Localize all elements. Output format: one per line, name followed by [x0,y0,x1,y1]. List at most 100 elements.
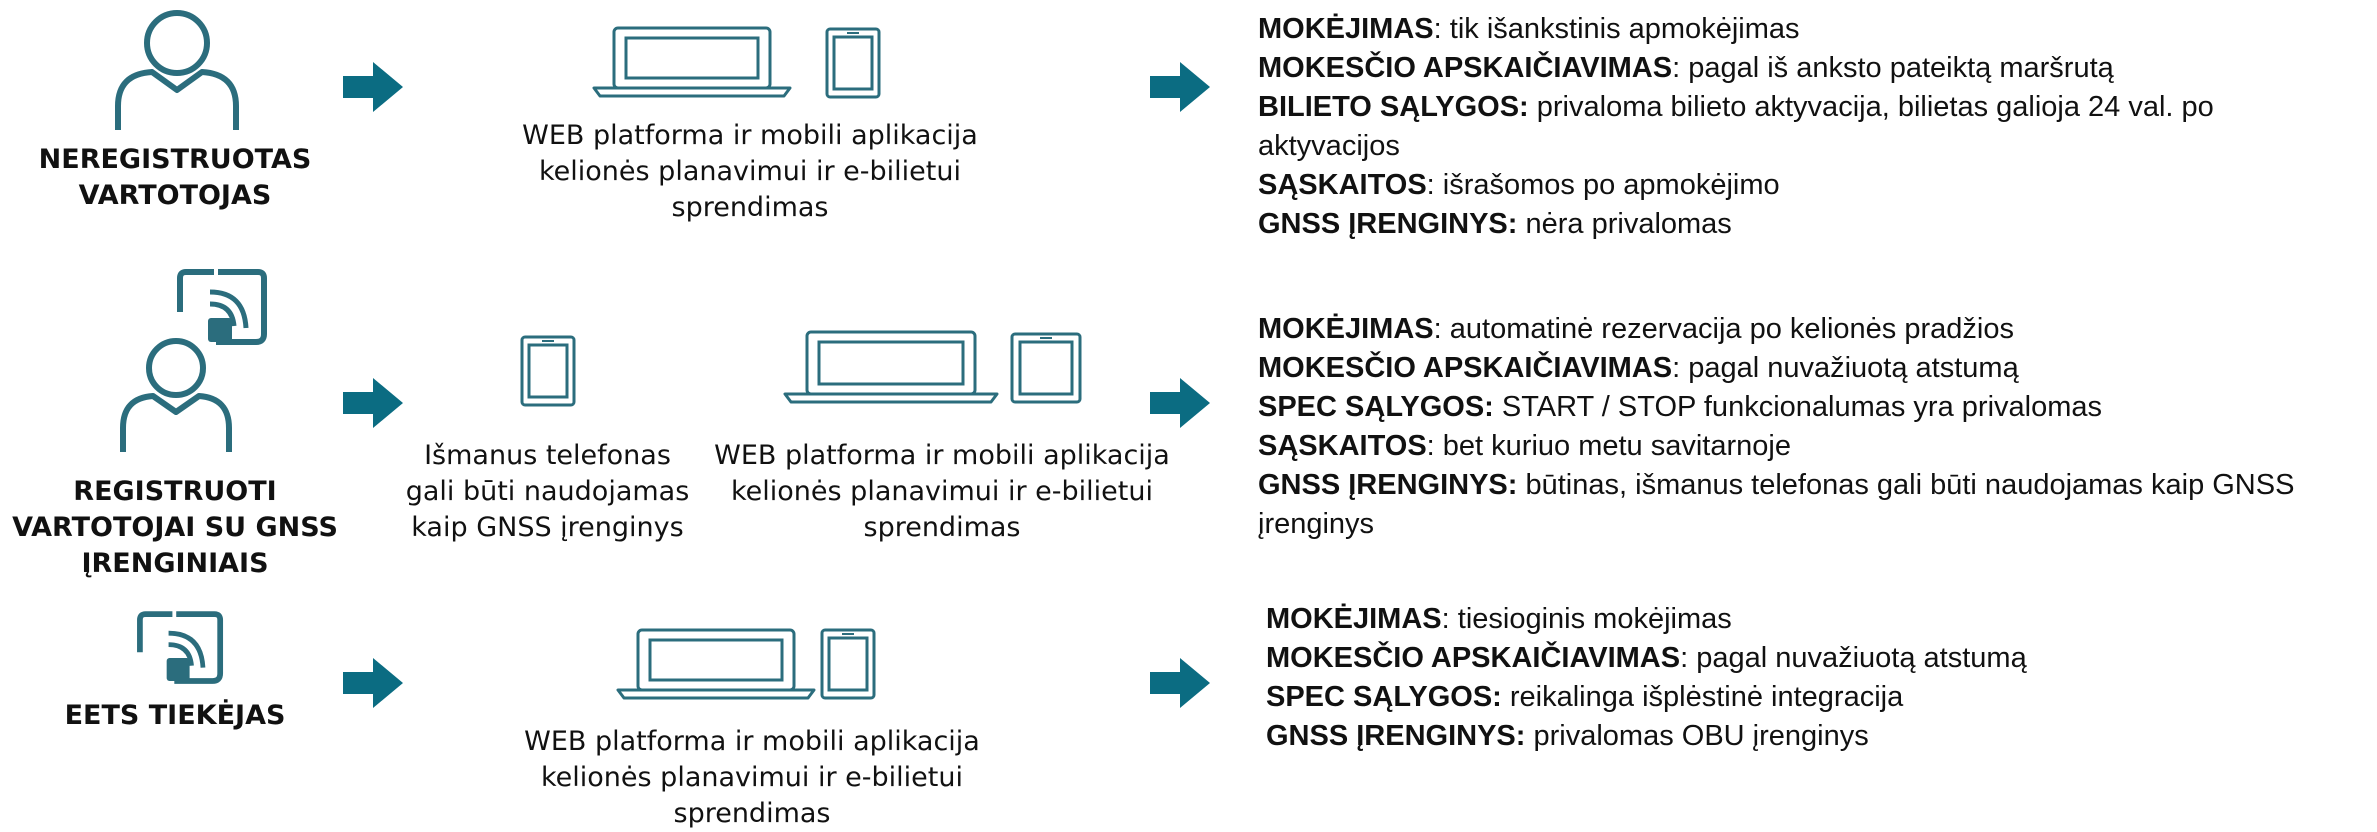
detail-key: MOKĖJIMAS [1258,313,1434,345]
detail-sep: : [1672,352,1681,384]
detail-value: privalomas OBU įrenginys [1525,720,1869,752]
detail-value: nėra privalomas [1517,208,1732,240]
caption-line: Išmanus telefonas [424,440,671,471]
detail-item: MOKESČIO APSKAIČIAVIMAS: pagal iš anksto… [1258,49,2214,88]
row-registered-gnss-users: REGISTRUOTI VARTOTOJAI SU GNSS ĮRENGINIA… [0,260,2377,580]
detail-item: MOKESČIO APSKAIČIAVIMAS: pagal nuvažiuot… [1266,639,2027,678]
details-list: MOKĖJIMAS: tiesioginis mokėjimas MOKESČI… [1266,600,2027,756]
detail-key: MOKESČIO APSKAIČIAVIMAS [1266,642,1681,674]
role-label-line: EETS TIEKĖJAS [64,700,286,731]
caption-line: WEB platforma ir mobili aplikacija [714,440,1170,471]
detail-value: tik išankstinis apmokėjimas [1441,13,1800,45]
role-label: NEREGISTRUOTAS VARTOTOJAS [20,142,330,214]
detail-sep: : [1672,52,1681,84]
detail-value: pagal nuvažiuotą atstumą [1680,352,2019,384]
caption-line: gali būti naudojamas [405,476,690,507]
detail-value: tiesioginis mokėjimas [1449,603,1732,635]
detail-value: pagal nuvažiuotą atstumą [1688,642,2027,674]
person-icon [115,10,239,130]
caption-line: WEB platforma ir mobili aplikacija [522,120,978,151]
arrow-right-icon [1150,378,1210,428]
details-list: MOKĖJIMAS: automatinė rezervacija po kel… [1258,310,2294,544]
detail-item: BILIETO SĄLYGOS: privaloma bilieto aktyv… [1258,88,2214,127]
role-label-line: NEREGISTRUOTAS [38,144,312,175]
detail-item: MOKĖJIMAS: tik išankstinis apmokėjimas [1258,10,2214,49]
role-label-line: REGISTRUOTI [73,476,277,507]
detail-item: SPEC SĄLYGOS: reikalinga išplėstinė inte… [1266,678,2027,717]
detail-value: būtinas, išmanus telefonas gali būti nau… [1517,469,2295,501]
role-label-line: ĮRENGINIAIS [81,548,269,579]
person-icon [120,338,232,452]
caption-line: sprendimas [673,798,831,829]
detail-key: SPEC SĄLYGOS: [1266,681,1502,713]
detail-value: START / STOP funkcionalumas yra privalom… [1493,391,2102,423]
detail-item: SĄSKAITOS: išrašomos po apmokėjimo [1258,166,2214,205]
detail-sep: : [1441,603,1450,635]
details-list: MOKĖJIMAS: tik išankstinis apmokėjimas M… [1258,10,2214,244]
detail-item-continuation: aktyvacijos [1258,130,1400,162]
detail-sep: : [1426,430,1435,462]
detail-sep: : [1680,642,1689,674]
caption-line: kaip GNSS įrenginys [411,512,684,543]
caption-line: kelionės planavimui ir e-bilietui [539,156,961,187]
tablet-icon [1010,332,1082,404]
detail-item: GNSS ĮRENGINYS: privalomas OBU įrenginys [1266,717,2027,756]
detail-sep: : [1433,313,1442,345]
detail-item: GNSS ĮRENGINYS: būtinas, išmanus telefon… [1258,466,2294,505]
detail-item-continuation: įrenginys [1258,508,1375,540]
detail-item: SĄSKAITOS: bet kuriuo metu savitarnoje [1258,427,2294,466]
detail-item: MOKĖJIMAS: tiesioginis mokėjimas [1266,600,2027,639]
detail-sep: : [1426,169,1435,201]
detail-sep: : [1433,13,1442,45]
arrow-right-icon [343,62,403,112]
detail-item: GNSS ĮRENGINYS: nėra privalomas [1258,205,2214,244]
laptop-icon [616,628,816,700]
detail-key: GNSS ĮRENGINYS: [1258,469,1518,501]
detail-key: SĄSKAITOS [1258,430,1427,462]
platform-caption: WEB platforma ir mobili aplikacija kelio… [712,438,1172,546]
gnss-device-icon [137,611,224,684]
detail-value: reikalinga išplėstinė integracija [1501,681,1904,713]
caption-line: kelionės planavimui ir e-bilietui [541,762,963,793]
laptop-icon [783,330,999,404]
detail-item: MOKESČIO APSKAIČIAVIMAS: pagal nuvažiuot… [1258,349,2294,388]
detail-value: bet kuriuo metu savitarnoje [1434,430,1791,462]
role-label: EETS TIEKĖJAS [20,698,330,734]
detail-key: MOKESČIO APSKAIČIAVIMAS [1258,352,1673,384]
smartphone-icon [520,335,576,407]
detail-item: MOKĖJIMAS: automatinė rezervacija po kel… [1258,310,2294,349]
row-eets-provider: EETS TIEKĖJAS WEB platforma ir mobili ap… [0,580,2377,829]
platform-caption: WEB platforma ir mobili aplikacija kelio… [522,724,982,832]
row-unregistered-user: NEREGISTRUOTAS VARTOTOJAS WEB platforma … [0,0,2377,260]
gnss-device-icon [177,269,267,345]
detail-key: MOKĖJIMAS [1266,603,1442,635]
detail-key: SPEC SĄLYGOS: [1258,391,1494,423]
detail-key: SĄSKAITOS [1258,169,1427,201]
role-label: REGISTRUOTI VARTOTOJAI SU GNSS ĮRENGINIA… [0,474,350,582]
role-label-line: VARTOTOJAI SU GNSS [12,512,338,543]
detail-value: automatinė rezervacija po kelionės pradž… [1441,313,2014,345]
caption-line: sprendimas [671,192,829,223]
laptop-icon [592,26,792,98]
role-label-line: VARTOTOJAS [78,180,272,211]
caption-line: kelionės planavimui ir e-bilietui [731,476,1153,507]
detail-value: privaloma bilieto aktyvacija, bilietas g… [1528,91,2214,123]
caption-line: WEB platforma ir mobili aplikacija [524,726,980,757]
detail-key: GNSS ĮRENGINYS: [1266,720,1526,752]
arrow-right-icon [343,378,403,428]
tablet-icon [825,27,881,99]
detail-key: MOKĖJIMAS [1258,13,1434,45]
detail-value: išrašomos po apmokėjimo [1434,169,1780,201]
phone-caption: Išmanus telefonas gali būti naudojamas k… [400,438,695,546]
detail-key: MOKESČIO APSKAIČIAVIMAS [1258,52,1673,84]
detail-key: GNSS ĮRENGINYS: [1258,208,1518,240]
detail-value: pagal iš anksto pateiktą maršrutą [1680,52,2114,84]
platform-caption: WEB platforma ir mobili aplikacija kelio… [520,118,980,226]
detail-key: BILIETO SĄLYGOS: [1258,91,1529,123]
caption-line: sprendimas [863,512,1021,543]
detail-item: SPEC SĄLYGOS: START / STOP funkcionaluma… [1258,388,2294,427]
arrow-right-icon [1150,658,1210,708]
tablet-icon [820,628,876,700]
arrow-right-icon [343,658,403,708]
arrow-right-icon [1150,62,1210,112]
